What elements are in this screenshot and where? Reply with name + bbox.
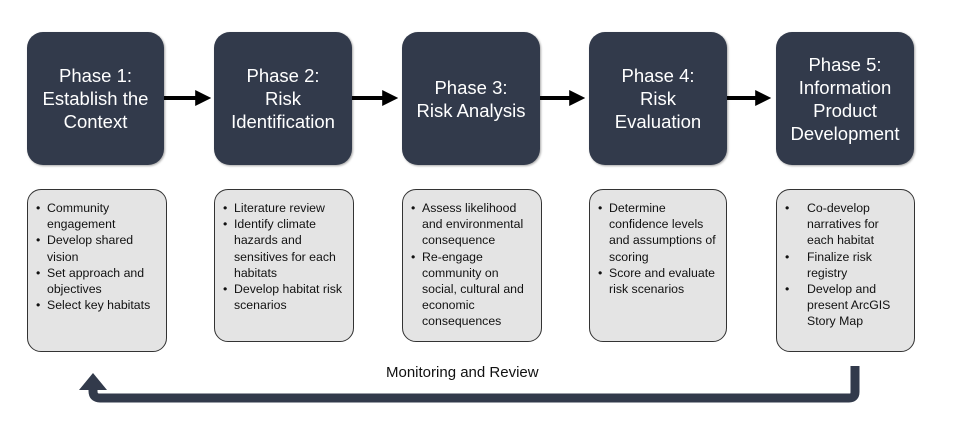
bullet-item: Score and evaluate risk scenarios bbox=[598, 265, 718, 297]
bullet-item: Assess likelihood and environmental cons… bbox=[411, 200, 533, 249]
phase-4-title: Phase 4: Risk Evaluation bbox=[614, 65, 702, 132]
phase-1-title: Phase 1: Establish the Context bbox=[42, 65, 149, 132]
bullet-item: Co-develop narratives for each habitat bbox=[785, 200, 906, 249]
phase-5-details: Co-develop narratives for each habitat F… bbox=[776, 189, 915, 352]
phase-3-title: Phase 3: Risk Analysis bbox=[416, 76, 526, 121]
bullet-item: Develop habitat risk scenarios bbox=[223, 281, 345, 313]
bullet-item: Re-engage community on social, cultural … bbox=[411, 249, 533, 330]
phase-3-bullet-list: Assess likelihood and environmental cons… bbox=[411, 200, 533, 330]
bullet-item: Community engagement bbox=[36, 200, 158, 232]
phase-1-box: Phase 1: Establish the Context bbox=[27, 32, 164, 165]
monitoring-loop-arrow bbox=[88, 366, 860, 403]
phase-5-box: Phase 5: Information Product Development bbox=[776, 32, 914, 165]
bullet-item: Develop shared vision bbox=[36, 232, 158, 264]
monitoring-review-label: Monitoring and Review bbox=[386, 364, 539, 381]
bullet-item: Determine confidence levels and assumpti… bbox=[598, 200, 718, 265]
bullet-item: Literature review bbox=[223, 200, 345, 216]
bullet-item: Set approach and objectives bbox=[36, 265, 158, 297]
phase-2-title: Phase 2: Risk Identification bbox=[231, 65, 335, 132]
phase-2-details: Literature review Identify climate hazar… bbox=[214, 189, 354, 342]
bullet-item: Identify climate hazards and sensitives … bbox=[223, 216, 345, 281]
phase-4-box: Phase 4: Risk Evaluation bbox=[589, 32, 727, 165]
phase-5-bullet-list: Co-develop narratives for each habitat F… bbox=[785, 200, 906, 330]
bullet-item: Select key habitats bbox=[36, 297, 158, 313]
phase-1-bullet-list: Community engagement Develop shared visi… bbox=[36, 200, 158, 314]
phase-2-bullet-list: Literature review Identify climate hazar… bbox=[223, 200, 345, 313]
phase-5-title: Phase 5: Information Product Development bbox=[790, 53, 900, 144]
phase-3-box: Phase 3: Risk Analysis bbox=[402, 32, 540, 165]
bullet-item: Finalize risk registry bbox=[785, 249, 906, 281]
bullet-item: Develop and present ArcGIS Story Map bbox=[785, 281, 906, 330]
monitoring-loop-arrowhead bbox=[79, 373, 107, 390]
phase-1-details: Community engagement Develop shared visi… bbox=[27, 189, 167, 352]
phase-4-details: Determine confidence levels and assumpti… bbox=[589, 189, 727, 342]
phase-3-details: Assess likelihood and environmental cons… bbox=[402, 189, 542, 342]
phase-4-bullet-list: Determine confidence levels and assumpti… bbox=[598, 200, 718, 297]
phase-2-box: Phase 2: Risk Identification bbox=[214, 32, 352, 165]
